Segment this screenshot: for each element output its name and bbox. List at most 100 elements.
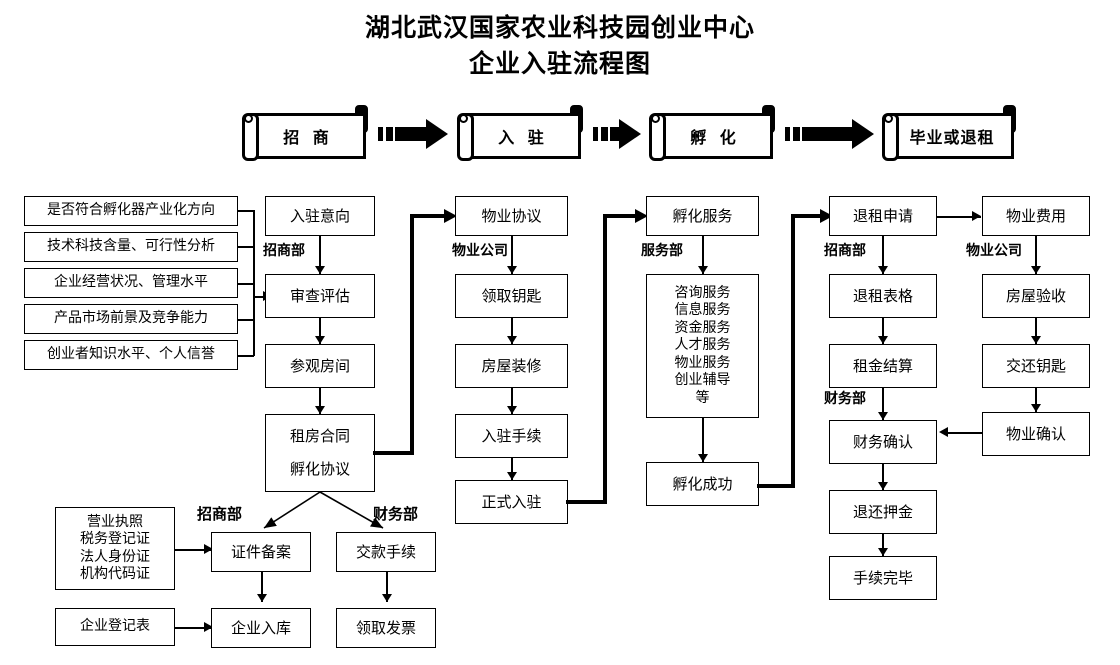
conn-renovation-procedure-arrow-icon [507, 406, 517, 414]
step-exit-application: 退租申请 [829, 196, 937, 236]
conn-fee-acceptance [1035, 236, 1037, 274]
banner-knob-icon [244, 114, 253, 123]
step-movein-procedure: 入驻手续 [455, 414, 568, 458]
conn-rentsettle-financeconfirm-arrow-icon [878, 412, 888, 420]
step-rent-settlement: 租金结算 [829, 344, 937, 388]
step-visit-room: 参观房间 [265, 344, 375, 388]
stage-arrow-2-icon [593, 119, 641, 149]
conn-official-incubation-v [603, 214, 607, 504]
banner-knob-icon [459, 114, 468, 123]
conn-renovation-procedure [511, 388, 513, 414]
conn-keys-renovation-arrow-icon [507, 336, 517, 344]
conn-deposit-complete-arrow-icon [878, 548, 888, 556]
conn-official-incubation-h2 [603, 214, 639, 218]
step-intent: 入驻意向 [265, 196, 375, 236]
dept-label-finance-dept-1: 财务部 [824, 391, 866, 407]
stage-banner-label: 入 驻 [465, 113, 581, 159]
dept-label-recruit-bottom: 招商部 [197, 505, 243, 523]
conn-returnkeys-propertyconfirm-arrow-icon [1031, 404, 1041, 412]
registration-form-box: 企业登记表 [55, 608, 175, 646]
conn-official-incubation-arrow-icon [635, 209, 648, 223]
conn-keys-renovation [511, 318, 513, 344]
step-property-fee: 物业费用 [982, 196, 1090, 236]
conn-review-visit [319, 318, 321, 344]
step-refund-deposit: 退还押金 [829, 490, 937, 534]
conn-acceptance-returnkeys-arrow-icon [1031, 336, 1041, 344]
conn-agreement-keys-arrow-icon [507, 266, 517, 274]
step-lease-contract: 租房合同 孵化协议 [265, 414, 375, 492]
dept-label-recruit-2: 招商部 [824, 243, 866, 259]
criteria-to-review-line [253, 296, 265, 298]
step-incubation-service: 孵化服务 [646, 196, 759, 236]
step-exit-form: 退租表格 [829, 274, 937, 318]
conn-intent-review-arrow-icon [315, 266, 325, 274]
document-item-3: 法人身份证 [80, 548, 150, 565]
document-item-2: 税务登记证 [80, 531, 150, 547]
dept-label-property-company-2: 物业公司 [966, 243, 1022, 259]
conn-documents-filing [175, 549, 211, 551]
document-item-1: 营业执照 [87, 513, 143, 530]
dept-label-service-dept: 服务部 [641, 243, 683, 259]
criteria-item-4: 产品市场前景及竞争能力 [24, 304, 238, 334]
criteria-item-5: 创业者知识水平、个人信誉 [24, 340, 238, 370]
dept-label-finance-bottom: 财务部 [373, 505, 419, 523]
conn-official-incubation-h1 [566, 500, 607, 504]
conn-exitapp-exitform-arrow-icon [878, 266, 888, 274]
conn-payment-invoice-arrow-icon [382, 594, 392, 602]
conn-propertyconfirm-financeconfirm-arrow-icon [939, 427, 948, 437]
conn-documents-filing-arrow-icon [204, 544, 213, 554]
dept-label-recruit-1: 招商部 [263, 243, 305, 259]
step-payment-procedure: 交款手续 [336, 532, 436, 572]
step-review-assessment: 审查评估 [265, 274, 375, 318]
service-item-7: 等 [695, 389, 710, 406]
conn-incubation-services-arrow-icon [698, 266, 708, 274]
stage-banner-movein: 入 驻 [453, 105, 585, 163]
criteria-item-1: 是否符合孵化器产业化方向 [24, 196, 238, 226]
conn-procedure-official-arrow-icon [507, 472, 517, 480]
document-item-4: 机构代码证 [80, 566, 150, 582]
conn-review-visit-arrow-icon [315, 336, 325, 344]
branch-arrow-to-filing [263, 491, 321, 529]
criteria-bracket-spine [253, 210, 255, 356]
conn-intent-review [319, 236, 321, 274]
conn-exitapp-exitform [882, 236, 884, 274]
conn-exitform-rentsettle-arrow-icon [878, 336, 888, 344]
page-title-line-2: 企业入驻流程图 [468, 49, 651, 78]
conn-exitform-rentsettle [882, 318, 884, 344]
conn-contract-property-arrow-icon [444, 209, 457, 223]
conn-agreement-keys [511, 236, 513, 274]
banner-knob-icon [884, 114, 893, 123]
conn-deposit-complete [882, 534, 884, 556]
stage-banner-graduate: 毕业或退租 [878, 105, 1018, 163]
step-house-acceptance: 房屋验收 [982, 274, 1090, 318]
stage-banner-label: 毕业或退租 [890, 113, 1014, 159]
conn-contract-property-h1 [373, 451, 414, 455]
step-collect-keys: 领取钥匙 [455, 274, 568, 318]
stage-arrow-1-icon [378, 119, 448, 149]
step-incubation-success: 孵化成功 [646, 462, 759, 506]
conn-exitapp-propertyfee [937, 216, 981, 218]
step-finance-confirm: 财务确认 [829, 420, 937, 464]
conn-visit-contract-arrow-icon [315, 406, 325, 414]
service-item-1: 咨询服务 [674, 284, 731, 301]
conn-financeconfirm-deposit [882, 464, 884, 490]
criteria-item-2: 技术科技含量、可行性分析 [24, 232, 238, 262]
conn-filing-db [261, 572, 263, 602]
conn-propertyconfirm-financeconfirm [948, 432, 990, 434]
conn-success-exit-v [791, 214, 795, 488]
conn-services-success [702, 418, 704, 462]
dept-label-property-company-1: 物业公司 [452, 243, 508, 259]
banner-knob-icon [651, 114, 660, 123]
service-list-box: 咨询服务 信息服务 资金服务 人才服务 物业服务 创业辅导 等 [646, 274, 759, 418]
step-property-confirm: 物业确认 [982, 412, 1090, 456]
step-procedure-complete: 手续完毕 [829, 556, 937, 600]
service-item-5: 物业服务 [674, 354, 731, 371]
criteria-stub-1 [238, 210, 254, 212]
step-return-keys: 交还钥匙 [982, 344, 1090, 388]
conn-rentsettle-financeconfirm [882, 388, 884, 420]
conn-filing-db-arrow-icon [257, 594, 267, 602]
conn-financeconfirm-deposit-arrow-icon [878, 482, 888, 490]
step-property-agreement: 物业协议 [455, 196, 568, 236]
conn-success-exit-h1 [757, 484, 795, 488]
